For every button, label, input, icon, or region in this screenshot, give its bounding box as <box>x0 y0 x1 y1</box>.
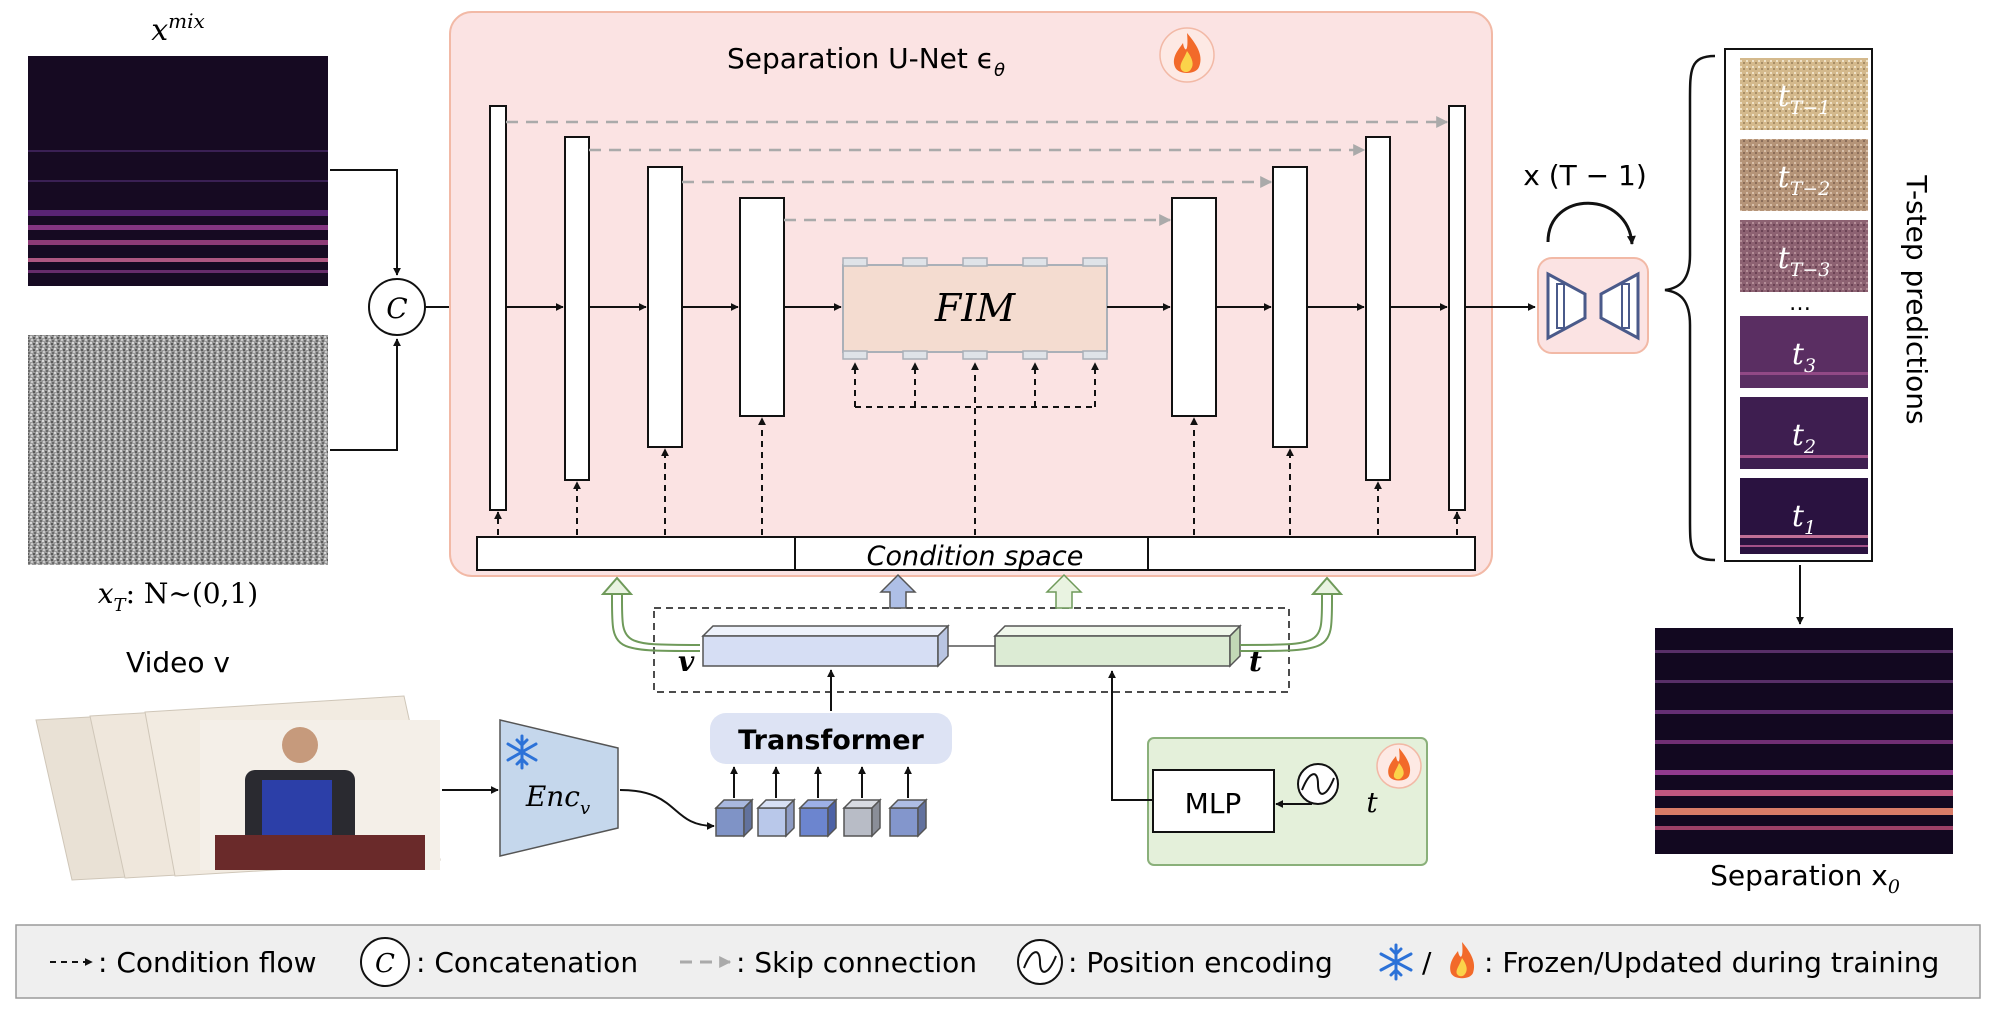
svg-text:t2: t2 <box>1792 418 1816 458</box>
visual-token-cube <box>842 798 882 838</box>
t-token-label: t <box>1249 645 1262 678</box>
prediction-item: t1 <box>1740 478 1868 554</box>
decoder-block-2 <box>1365 136 1391 481</box>
legend-position-encoding: : Position encoding <box>1017 939 1333 985</box>
xt-to-concat-arrow <box>330 338 401 451</box>
token-to-condition-arrows <box>600 576 1344 652</box>
fim-block: FIM <box>842 257 1108 360</box>
time-token-bar <box>993 624 1242 668</box>
svg-text:Encv: Encv <box>525 780 590 819</box>
flame-icon-mlp <box>1376 743 1422 789</box>
svg-text:tT−1: tT−1 <box>1778 79 1831 119</box>
svg-text:FIM: FIM <box>934 286 1016 330</box>
transformer-label: Transformer <box>738 725 924 756</box>
svg-text:tT−3: tT−3 <box>1778 241 1831 281</box>
legend-slash: / <box>1422 946 1432 979</box>
condition-space-bar: Condition space <box>476 536 1476 572</box>
token-to-transformer-arrows <box>730 766 912 798</box>
video-token-bar <box>701 624 950 668</box>
decoder-block-3 <box>1272 166 1308 448</box>
legend-panel <box>15 924 1981 999</box>
prediction-ellipsis: … <box>1789 291 1811 316</box>
predictions-side-label: T-step predictions <box>1900 174 1933 424</box>
legend-concatenation: C : Concatenation <box>360 937 638 987</box>
video-frames <box>35 695 441 881</box>
x-mix-label: xmix <box>151 9 205 48</box>
loop-arrow <box>1546 201 1636 245</box>
xmix-to-concat-arrow <box>330 169 401 276</box>
snowflake-icon-encoder <box>506 734 538 770</box>
snowflake-icon <box>1379 943 1413 981</box>
concat-node: C <box>368 278 426 336</box>
unet-title: Separation U-Net ϵθ <box>727 42 1005 81</box>
x-t-noise <box>28 335 328 565</box>
x-t-label: xT: N~(0,1) <box>98 577 258 616</box>
decoder-block-1 <box>1448 105 1466 511</box>
svg-text:: Position encoding: : Position encoding <box>1068 946 1333 979</box>
mlp-box <box>1152 769 1275 833</box>
condition-flow-arrows <box>494 362 1461 535</box>
visual-token-cube <box>798 798 838 838</box>
visual-token-cube <box>888 798 928 838</box>
x-mix-spectrogram <box>28 56 328 286</box>
mlp-to-token-arrow <box>1108 670 1153 801</box>
v-token-label: v <box>678 645 695 678</box>
encoder-block-1 <box>489 105 507 511</box>
skip-connections <box>506 116 1449 226</box>
legend-condition-flow: : Condition flow <box>50 946 317 979</box>
visual-tokens <box>714 798 928 838</box>
position-encoding-icon <box>1297 763 1339 805</box>
video-encoder: Encv <box>499 719 619 857</box>
prediction-item: tT−1 <box>1740 58 1868 130</box>
svg-text:: Concatenation: : Concatenation <box>416 946 638 979</box>
video-label: Video v <box>126 646 230 679</box>
svg-text:C: C <box>375 949 395 979</box>
loop-label: x (T − 1) <box>1523 159 1647 192</box>
svg-text:tT−2: tT−2 <box>1778 160 1831 200</box>
encoder-to-tokens-arrow <box>619 789 715 830</box>
prediction-item: t3 <box>1740 316 1868 388</box>
encoder-block-4 <box>739 197 785 417</box>
transformer-box <box>710 713 952 764</box>
prediction-brace <box>1664 54 1716 562</box>
prediction-stack <box>1724 48 1873 562</box>
legend-skip-connection: : Skip connection <box>680 946 977 979</box>
legend-frozen-updated: : Frozen/Updated during training <box>1484 946 1939 979</box>
svg-text:t1: t1 <box>1792 499 1816 539</box>
svg-text:C: C <box>386 292 407 325</box>
svg-text:: Skip connection: : Skip connection <box>736 946 977 979</box>
flame-icon <box>1450 942 1475 979</box>
visual-token-cube <box>756 798 796 838</box>
mlp-label: MLP <box>1185 787 1242 820</box>
decoder-block-4 <box>1171 197 1217 417</box>
prediction-item: tT−2 <box>1740 139 1868 211</box>
encoder-block-2 <box>564 136 590 481</box>
unet-mini-icon <box>1537 257 1649 354</box>
svg-text:Condition space: Condition space <box>867 541 1084 572</box>
flame-icon-unet <box>1159 27 1215 83</box>
prediction-item: t2 <box>1740 397 1868 469</box>
mlp-t-label: t <box>1366 786 1378 819</box>
visual-token-cube <box>714 798 754 838</box>
svg-text:t3: t3 <box>1792 337 1816 377</box>
encoder-block-3 <box>647 166 683 448</box>
separation-spectrogram <box>1655 628 1953 854</box>
separation-label: Separation x0 <box>1710 859 1900 898</box>
mid-up-arrows <box>879 573 1083 609</box>
prediction-item: tT−3 <box>1740 220 1868 292</box>
svg-text:: Condition flow: : Condition flow <box>98 946 317 979</box>
